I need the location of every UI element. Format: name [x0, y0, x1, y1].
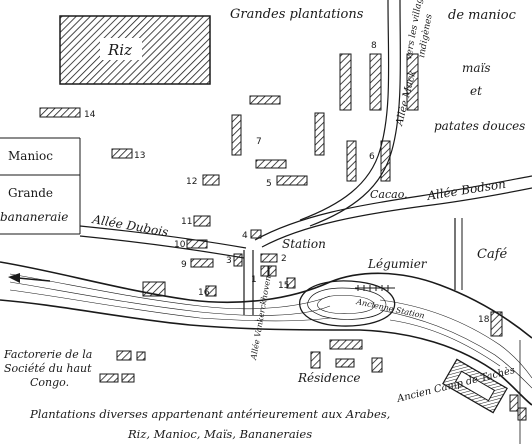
- label-manioc: Manioc: [8, 149, 53, 163]
- building-group-7: [231, 95, 325, 169]
- caption-line-1: Plantations diverses appartenant antérie…: [29, 407, 390, 421]
- label-bananeraie: bananeraie: [0, 210, 68, 224]
- building-3: [233, 253, 243, 267]
- number-13: 13: [134, 151, 145, 161]
- number-10: 10: [174, 240, 186, 250]
- label-factorerie-1: Factorerie de la: [3, 348, 92, 361]
- roads: [79, 0, 532, 315]
- label-residence: Résidence: [297, 371, 360, 385]
- number-2: 2: [281, 254, 287, 264]
- river: [0, 261, 532, 406]
- label-ancienne-station: Ancienne Station: [355, 297, 426, 320]
- label-allee-dubois: Allée Dubois: [90, 212, 169, 239]
- label-cafe: Café: [477, 247, 508, 262]
- ancienne-station-fence: [355, 285, 395, 291]
- number-5: 5: [266, 179, 272, 189]
- building-9: [190, 258, 214, 268]
- number-9: 9: [181, 260, 187, 270]
- river-north-bank: [0, 261, 532, 339]
- allee-dubois-road-bottom: [79, 235, 245, 259]
- building-11: [193, 215, 211, 227]
- number-8: 8: [371, 41, 377, 51]
- river-south-bank: [0, 299, 532, 406]
- ancien-camp: [442, 358, 527, 421]
- building-12: [202, 174, 220, 186]
- building-5: [276, 175, 308, 186]
- flow-arrow: [17, 277, 51, 282]
- number-16: 16: [198, 288, 210, 298]
- building-4: [250, 229, 262, 239]
- allee-mack-road-left: [299, 0, 390, 221]
- label-factorerie-3: Congo.: [30, 376, 69, 389]
- label-grande: Grande: [8, 186, 53, 200]
- label-grandes-plantations: Grandes plantations: [230, 7, 364, 22]
- plot-boundaries: [0, 137, 463, 290]
- caption-line-2: Riz, Manioc, Maïs, Bananeraies: [127, 427, 312, 441]
- building-14: [39, 107, 81, 118]
- label-patates-douces: patates douces: [434, 119, 525, 133]
- label-station: Station: [282, 237, 326, 251]
- number-6: 6: [369, 152, 375, 162]
- number-7: 7: [256, 137, 262, 147]
- building-number-labels: 7 8 6 5 14 13 12 11 10 9 4 3 2 1 16 15 1…: [84, 41, 490, 325]
- building-18: [490, 311, 503, 337]
- factory-building: [142, 281, 166, 297]
- label-mais: maïs: [462, 61, 491, 75]
- label-factorerie-2: Société du haut: [4, 362, 92, 375]
- rice-field: [59, 15, 211, 85]
- label-allee-bodson: Allée Bodson: [425, 177, 506, 203]
- allee-bodson-road-top: [254, 175, 532, 241]
- building-group-8: [339, 53, 419, 111]
- building-16: [205, 285, 217, 297]
- allee-bodson-road-bottom: [261, 187, 532, 248]
- number-3: 3: [226, 256, 232, 266]
- building-10: [186, 239, 208, 249]
- number-14: 14: [84, 110, 96, 120]
- label-de-manioc: de manioc: [448, 8, 517, 23]
- number-4: 4: [242, 231, 248, 241]
- number-15: 15: [278, 281, 289, 291]
- building-13: [111, 148, 133, 159]
- label-et: et: [470, 84, 482, 98]
- factorerie-buildings: [99, 350, 146, 383]
- numbered-buildings: [39, 107, 503, 337]
- number-18: 18: [478, 315, 490, 325]
- label-legumier: Légumier: [367, 257, 428, 271]
- label-riz: Riz: [107, 41, 132, 59]
- building-2: [260, 253, 278, 263]
- number-1: 1: [251, 275, 257, 285]
- residence-buildings: [310, 339, 383, 373]
- building-group-6: [346, 140, 391, 182]
- number-11: 11: [181, 217, 192, 227]
- island: [299, 280, 396, 327]
- building-15: [286, 277, 296, 289]
- number-12: 12: [186, 177, 197, 187]
- allee-dubois-road-top: [79, 225, 247, 249]
- label-cacao: Cacao.: [370, 188, 408, 201]
